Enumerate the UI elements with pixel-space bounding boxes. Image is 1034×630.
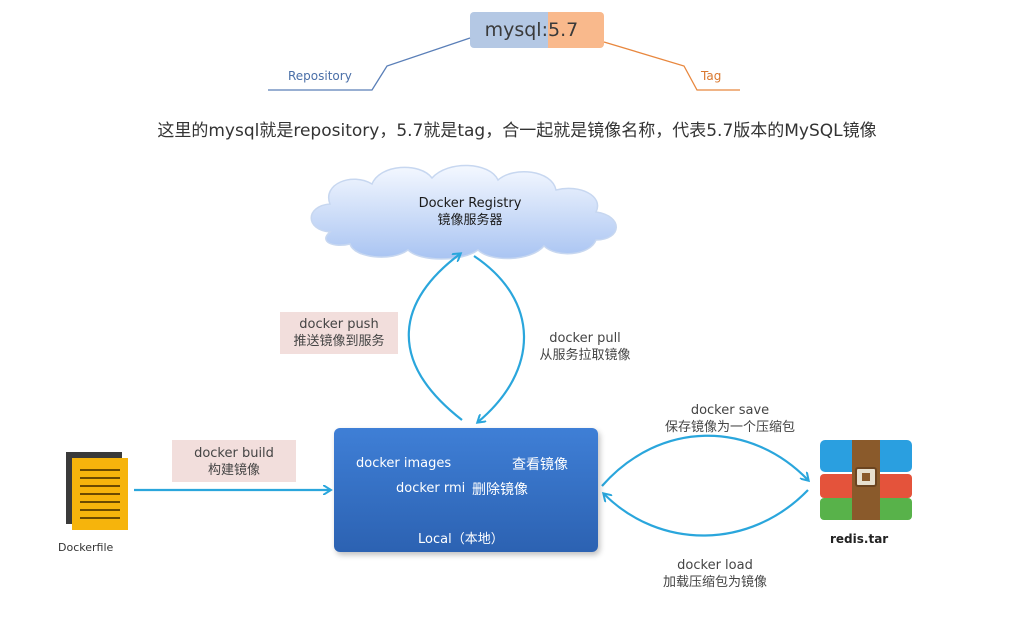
registry-title: Docker Registry [418,196,522,211]
registry-subtitle: 镜像服务器 [437,213,503,228]
cloud-icon [310,164,617,260]
archive-icon [820,440,912,520]
local-images-box: docker images 查看镜像 docker rmi 删除镜像 Local… [334,428,598,552]
tag-part: 5.7 [548,12,604,48]
save-label: docker save 保存镜像为一个压缩包 [640,402,820,436]
save-arrow [601,434,808,487]
pull-arrow [473,255,526,422]
tag-label: Tag [701,69,722,83]
push-command: docker push [299,317,379,332]
rmi-description: 删除镜像 [472,482,528,498]
images-description: 查看镜像 [512,457,568,473]
build-label: docker build 构建镜像 [172,445,296,479]
dockerfile-label: Dockerfile [58,541,114,554]
load-command: docker load [677,558,753,573]
repository-pointer-line [268,37,471,91]
caption-text: 这里的mysql就是repository，5.7就是tag，合一起就是镜像名称，… [157,121,877,141]
tag-pointer-lines [268,37,740,91]
load-description: 加载压缩包为镜像 [662,575,767,590]
build-description: 构建镜像 [207,463,260,478]
archive-label: redis.tar [830,532,889,546]
local-label: Local（本地） [418,532,504,547]
load-arrow [604,489,809,537]
build-command: docker build [194,446,274,461]
repository-part: mysql: [470,12,548,48]
save-command: docker save [690,403,770,418]
dockerfile-icon [66,452,128,530]
push-arrow [407,254,463,421]
repository-label: Repository [288,69,352,83]
save-description: 保存镜像为一个压缩包 [664,420,795,435]
pull-command: docker pull [549,331,621,346]
registry-label: Docker Registry 镜像服务器 [380,195,560,229]
push-label-box [280,312,398,354]
load-label: docker load 加载压缩包为镜像 [630,557,800,591]
push-description: 推送镜像到服务 [293,334,385,349]
tag-pointer-line [603,41,740,91]
push-label: docker push 推送镜像到服务 [280,316,398,350]
pull-label: docker pull 从服务拉取镜像 [530,330,640,364]
pull-description: 从服务拉取镜像 [539,348,631,363]
images-command: docker images [356,456,452,471]
build-label-box [172,440,296,482]
rmi-command: docker rmi [396,481,466,496]
